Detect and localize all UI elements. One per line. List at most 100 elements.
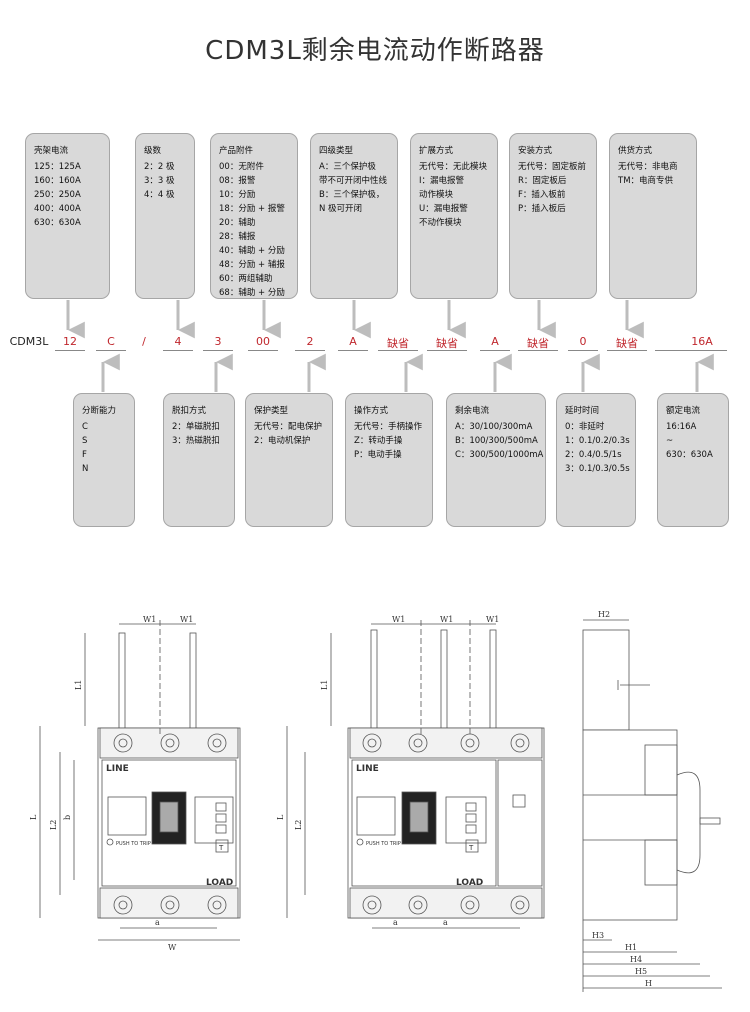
box-line: 3：3 极: [144, 176, 175, 186]
box-line: 40：辅助 + 分励: [219, 246, 285, 256]
label-test: T: [218, 844, 224, 852]
box-title: 安装方式: [518, 146, 553, 156]
code-underline: [480, 350, 510, 351]
label-push-to-trip: PUSH TO TRIP: [116, 841, 151, 847]
box-installation: 安装方式 无代号：固定板前 R：固定板后 F：插入板前 P：插入板后: [509, 133, 597, 299]
front-view-4-pole: [286, 620, 545, 929]
box-line: P：电动手操: [354, 450, 402, 460]
box-four-pole-type: 四级类型 A：三个保护极 带不可开闭中性线 B：三个保护极， N 极可开闭: [310, 133, 398, 299]
code-extension: 缺省: [436, 337, 458, 350]
code-underline: [427, 350, 467, 351]
box-supply: 供货方式 无代号：非电商 TM：电商专供: [609, 133, 697, 299]
box-title: 四级类型: [319, 146, 354, 156]
box-delay-time: 延时时间 0：非延时 1：0.1/0.2/0.3s 2：0.4/0.5/1s 3…: [556, 393, 636, 527]
code-underline: [338, 350, 368, 351]
label-h3: H3: [592, 931, 604, 940]
label-h5: H5: [635, 967, 647, 976]
code-accessory: 00: [256, 335, 270, 348]
code-breaking: C: [107, 335, 115, 348]
code-underline: [655, 350, 727, 351]
box-line: P：插入板后: [518, 204, 566, 214]
label-test: T: [468, 844, 474, 852]
code-release: 3: [214, 335, 222, 348]
label-h2: H2: [598, 610, 610, 619]
box-frame-current: 壳架电流 125：125A 160：160A 250：250A 400：400A…: [25, 133, 110, 299]
label-h4: H4: [630, 955, 642, 964]
box-line: 630：630A: [34, 218, 81, 228]
box-line: 20：辅助: [219, 218, 256, 228]
box-protection-type: 保护类型 无代号：配电保护 2：电动机保护: [245, 393, 333, 527]
code-underline: [378, 350, 418, 351]
box-line: 250：250A: [34, 190, 81, 200]
label-w1: W1: [180, 615, 193, 624]
box-line: F: [82, 450, 87, 460]
box-title: 延时时间: [565, 406, 600, 416]
side-view: [582, 619, 722, 992]
box-line: TM：电商专供: [618, 176, 674, 186]
code-underline: [607, 350, 647, 351]
box-line: ~: [666, 436, 674, 446]
box-line: 60：两组辅助: [219, 274, 273, 284]
code-frame: 12: [63, 335, 77, 348]
label-l1: L1: [74, 680, 83, 690]
front-view-3-pole: [39, 620, 241, 941]
box-line: N 极可开闭: [319, 204, 363, 214]
box-line: 无代号：无此模块: [419, 162, 488, 172]
box-line: 动作模块: [419, 190, 454, 200]
box-line: 68：辅助 + 分励: [219, 288, 285, 298]
code-installation: 缺省: [527, 337, 549, 350]
box-line: R：固定板后: [518, 176, 567, 186]
label-a: a: [155, 918, 160, 927]
code-supply: 缺省: [616, 337, 638, 350]
box-title: 剩余电流: [455, 406, 490, 416]
code-rated-current: 16A: [691, 335, 713, 348]
box-line: 3：0.1/0.3/0.5s: [565, 464, 630, 474]
box-title: 保护类型: [254, 406, 289, 416]
label-h1: H1: [625, 943, 637, 952]
label-w1: W1: [143, 615, 156, 624]
box-title: 产品附件: [219, 146, 254, 156]
code-four-pole: A: [349, 335, 357, 348]
box-line: 3：热磁脱扣: [172, 436, 220, 446]
box-line: 带不可开闭中性线: [319, 176, 388, 186]
box-line: 不动作模块: [419, 218, 462, 228]
label-load: LOAD: [206, 878, 233, 888]
box-poles: 级数 2：2 极 3：3 极 4：4 极: [135, 133, 195, 299]
box-breaking-capacity: 分断能力 C S F N: [73, 393, 135, 527]
box-residual-current: 剩余电流 A：30/100/300mA B：100/300/500mA C：30…: [446, 393, 546, 527]
box-line: A：30/100/300mA: [455, 422, 533, 432]
label-a: a: [443, 918, 448, 927]
box-line: N: [82, 464, 89, 474]
box-line: I：漏电报警: [419, 176, 465, 186]
label-b: b: [63, 815, 72, 820]
box-line: 28：辅报: [219, 232, 256, 242]
box-line: 无代号：手柄操作: [354, 422, 423, 432]
label-line: LINE: [356, 764, 379, 774]
box-title: 额定电流: [666, 406, 701, 416]
box-line: 1：0.1/0.2/0.3s: [565, 436, 630, 446]
box-title: 壳架电流: [34, 146, 69, 156]
box-line: C：300/500/1000mA: [455, 450, 544, 460]
box-title: 级数: [144, 146, 162, 156]
code-poles: 4: [174, 335, 182, 348]
page-title: CDM3L剩余电流动作断路器: [205, 36, 545, 66]
box-rated-current: 额定电流 16:16A ~ 630：630A: [657, 393, 729, 527]
box-release-type: 脱扣方式 2：单磁脱扣 3：热磁脱扣: [163, 393, 235, 527]
box-line: 160：160A: [34, 176, 81, 186]
code-protection: 2: [306, 335, 314, 348]
box-line: 48：分励 + 辅报: [219, 260, 285, 270]
code-model: CDM3L: [9, 335, 49, 348]
box-line: 2：单磁脱扣: [172, 422, 220, 432]
box-line: A：三个保护极: [319, 162, 376, 172]
box-line: F：插入板前: [518, 190, 566, 200]
box-line: 630：630A: [666, 450, 713, 460]
label-w: W: [168, 943, 177, 952]
box-line: U：漏电报警: [419, 204, 468, 214]
box-line: 10：分励: [219, 190, 256, 200]
box-title: 供货方式: [618, 146, 653, 156]
box-title: 分断能力: [82, 406, 117, 416]
box-line: 无代号：非电商: [618, 162, 678, 172]
label-l2: L2: [49, 820, 58, 830]
box-line: 无代号：固定板前: [518, 162, 587, 172]
label-w1: W1: [392, 615, 405, 624]
